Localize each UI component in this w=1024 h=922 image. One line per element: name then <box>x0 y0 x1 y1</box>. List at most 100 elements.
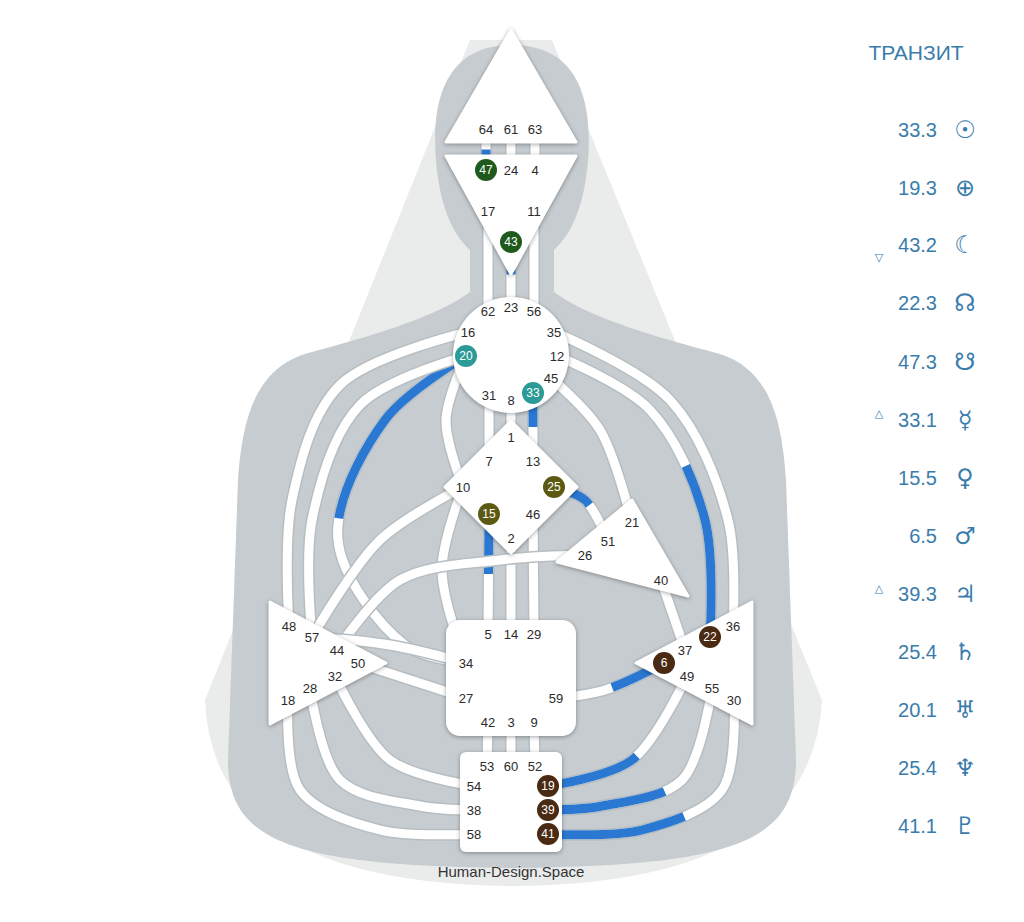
direction-marker: ▽ <box>875 252 883 263</box>
gate-number: 62 <box>481 305 495 318</box>
gate-number: 60 <box>504 760 518 773</box>
gate-number: 42 <box>481 716 495 729</box>
gate-number: 18 <box>281 694 295 707</box>
planet-gate-value: 33.1 <box>898 410 937 430</box>
planet-gate-value: 41.1 <box>898 816 937 836</box>
center-shape <box>460 752 562 852</box>
gate-number: 34 <box>459 657 473 670</box>
gate-number: 11 <box>527 205 541 218</box>
planet-gate-value: 15.5 <box>898 468 937 488</box>
active-gate-number: 19 <box>537 775 559 797</box>
gate-number: 10 <box>456 481 470 494</box>
throat-center: 62 23 56 16 35 12 20 45 31 8 33 <box>447 291 575 419</box>
gate-number: 9 <box>530 716 537 729</box>
gate-number: 51 <box>601 535 615 548</box>
direction-marker: △ <box>875 583 883 594</box>
active-gate-number: 20 <box>455 345 477 367</box>
active-gate-number: 33 <box>522 382 544 404</box>
active-gate-number: 15 <box>478 503 500 525</box>
center-shape <box>446 30 576 142</box>
gate-number: 36 <box>726 620 740 633</box>
gate-number: 44 <box>330 644 344 657</box>
gate-number: 28 <box>303 682 317 695</box>
body-silhouette <box>228 45 796 868</box>
gate-number: 40 <box>654 574 668 587</box>
gate-number: 32 <box>328 670 342 683</box>
planet-gate-value: 25.4 <box>898 642 937 662</box>
gate-number: 26 <box>578 549 592 562</box>
gate-number: 64 <box>479 123 493 136</box>
gate-number: 37 <box>678 644 692 657</box>
gate-number: 49 <box>680 670 694 683</box>
gate-number: 12 <box>550 350 564 363</box>
watermark: Human-Design.Space <box>438 864 585 879</box>
gate-number: 2 <box>507 532 514 545</box>
planet-gate-value: 6.5 <box>909 526 937 546</box>
panel-title: ТРАНЗИТ <box>868 42 963 63</box>
planet-gate-value: 39.3 <box>898 584 937 604</box>
gate-number: 56 <box>527 305 541 318</box>
center-shape <box>453 297 569 413</box>
gate-number: 4 <box>531 164 538 177</box>
center-outline <box>630 596 758 730</box>
gate-number: 17 <box>481 205 495 218</box>
spleen-center: 48 57 44 50 18 28 32 <box>264 596 392 730</box>
gate-number: 57 <box>305 631 319 644</box>
gate-number: 5 <box>484 628 491 641</box>
active-gate-number: 41 <box>537 823 559 845</box>
gate-number: 29 <box>527 628 541 641</box>
gate-number: 30 <box>727 694 741 707</box>
sacral-center: 514293427594239 <box>440 614 582 742</box>
ajna-center: 47244171143 <box>440 150 582 280</box>
planet-gate-value: 19.3 <box>898 178 937 198</box>
gate-number: 8 <box>507 394 514 407</box>
center-shape <box>270 602 386 724</box>
gate-number: 54 <box>467 780 481 793</box>
planet-symbol: ♅ <box>954 698 976 722</box>
gate-number: 7 <box>485 455 492 468</box>
active-gate-number: 6 <box>653 652 675 674</box>
gate-number: 45 <box>544 372 558 385</box>
gate-number: 13 <box>526 455 540 468</box>
gate-number: 31 <box>482 389 496 402</box>
center-shape <box>446 156 576 274</box>
planet-symbol: ♂ <box>954 524 976 548</box>
gate-number: 61 <box>504 123 518 136</box>
planet-gate-value: 22.3 <box>898 293 937 313</box>
active-gate-number: 25 <box>543 476 565 498</box>
gate-number: 48 <box>282 620 296 633</box>
active-gate-number: 22 <box>699 626 721 648</box>
planet-symbol: ♄ <box>954 640 976 664</box>
gate-number: 24 <box>504 164 518 177</box>
root-center: 536052541938395841 <box>454 746 568 858</box>
planet-symbol: ☾ <box>954 233 976 257</box>
gate-number: 52 <box>528 760 542 773</box>
planet-symbol: ☊ <box>954 291 975 315</box>
gate-number: 63 <box>528 123 542 136</box>
planet-gate-value: 47.3 <box>898 352 937 372</box>
gate-number: 1 <box>507 431 514 444</box>
gate-number: 35 <box>547 326 561 339</box>
planet-gate-value: 33.3 <box>898 120 937 140</box>
planet-symbol: ☋ <box>954 350 975 374</box>
planet-gate-value: 20.1 <box>898 700 937 720</box>
planet-symbol: ☿ <box>958 408 973 432</box>
gate-number: 23 <box>504 301 518 314</box>
gate-number: 21 <box>625 516 639 529</box>
gate-number: 38 <box>467 804 481 817</box>
active-gate-number: 47 <box>475 159 497 181</box>
center-outline <box>551 494 694 602</box>
planet-symbol: ♆ <box>954 756 976 780</box>
active-gate-number: 39 <box>537 799 559 821</box>
head-center: 64 61 63 <box>440 24 582 148</box>
gate-number: 55 <box>705 682 719 695</box>
gate-number: 50 <box>351 657 365 670</box>
planet-gate-value: 25.4 <box>898 758 937 778</box>
gate-number: 14 <box>504 628 518 641</box>
gate-number: 58 <box>467 828 481 841</box>
gate-number: 3 <box>507 716 514 729</box>
gate-number: 16 <box>461 326 475 339</box>
aura-cone <box>205 40 822 886</box>
gate-number: 27 <box>459 692 473 705</box>
